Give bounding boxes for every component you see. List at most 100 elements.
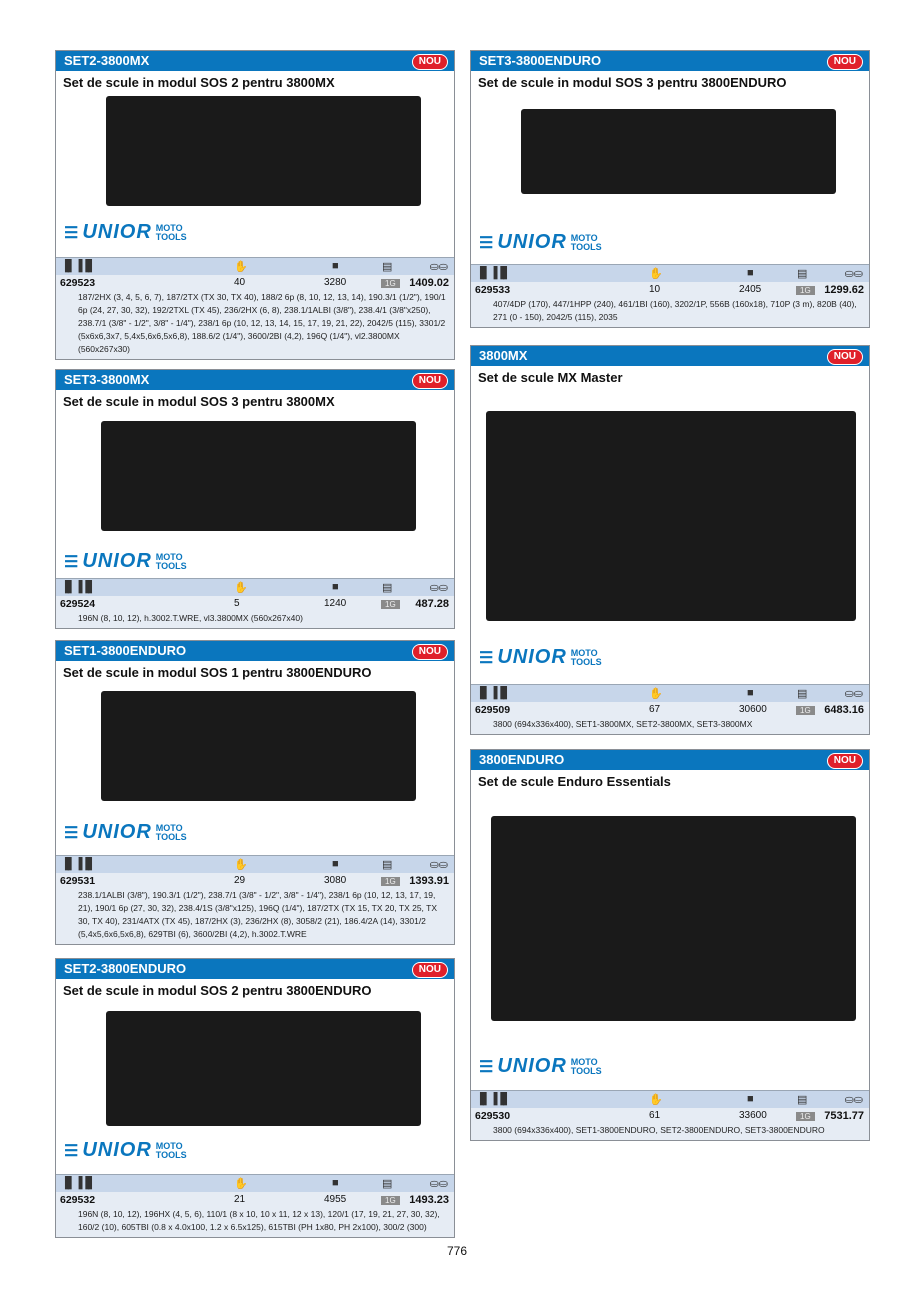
unior-mark-icon: ☰	[64, 1142, 79, 1160]
barcode-icon: ▐▌▐▐▌	[61, 1177, 96, 1189]
product-code: 629530	[475, 1110, 511, 1122]
piece-count: 29	[234, 875, 246, 886]
product-card: SET3-3800ENDURO NOU Set de scule in modul…	[470, 50, 870, 328]
new-badge: NOU	[411, 644, 448, 660]
contents-description: 187/2HX (3, 4, 5, 6, 7), 187/2TX (TX 30,…	[78, 292, 446, 354]
coins-icon: ⛀⛀	[429, 582, 448, 594]
package-icon: ▤	[797, 1094, 808, 1106]
product-info: ▐▌▐▐▌ ✋ ■ ▤ ⛀⛀ 629509 67 30600 1G 6483.1…	[471, 684, 869, 734]
weight-icon: ■	[332, 260, 339, 272]
info-values: 629509 67 30600 1G 6483.16	[471, 702, 869, 718]
product-id: SET1-3800ENDURO	[64, 643, 187, 658]
hand-icon: ✋	[649, 268, 663, 280]
product-image	[101, 421, 416, 531]
info-header: ▐▌▐▐▌ ✋ ■ ▤ ⛀⛀	[471, 264, 869, 282]
package-icon: ▤	[382, 261, 393, 273]
piece-count: 21	[234, 1194, 246, 1205]
new-badge: NOU	[826, 349, 863, 365]
price: 1493.23	[409, 1194, 449, 1206]
product-card: 3800MX NOU Set de scule MX Master ☰ UNIOR…	[470, 345, 870, 735]
product-image	[521, 109, 836, 194]
package-icon: ▤	[382, 859, 393, 871]
product-id: 3800MX	[479, 348, 528, 363]
contents-description: 238.1/1ALBI (3/8"), 190.3/1 (1/2"), 238.…	[78, 890, 437, 939]
unior-mark-icon: ☰	[479, 649, 494, 667]
unior-mark-icon: ☰	[479, 234, 494, 252]
group-badge: 1G	[381, 877, 400, 886]
new-badge: NOU	[411, 373, 448, 389]
unior-mark-icon: ☰	[64, 224, 79, 242]
product-id: SET3-3800ENDURO	[479, 53, 602, 68]
barcode-icon: ▐▌▐▐▌	[61, 858, 96, 870]
product-title: Set de scule in modul SOS 1 pentru 3800E…	[63, 665, 372, 680]
product-info: ▐▌▐▐▌ ✋ ■ ▤ ⛀⛀ 629523 40 3280 1G 1409.02…	[56, 257, 454, 359]
product-id-header: SET1-3800ENDURO NOU	[56, 641, 454, 661]
new-badge: NOU	[411, 54, 448, 70]
group-badge: 1G	[796, 286, 815, 295]
product-image	[491, 816, 856, 1021]
piece-count: 67	[649, 704, 661, 715]
price: 1299.62	[824, 284, 864, 296]
info-values: 629533 10 2405 1G 1299.62	[471, 282, 869, 298]
product-info: ▐▌▐▐▌ ✋ ■ ▤ ⛀⛀ 629530 61 33600 1G 7531.7…	[471, 1090, 869, 1140]
product-info: ▐▌▐▐▌ ✋ ■ ▤ ⛀⛀ 629532 21 4955 1G 1493.23…	[56, 1174, 454, 1237]
info-header: ▐▌▐▐▌ ✋ ■ ▤ ⛀⛀	[471, 1090, 869, 1108]
package-icon: ▤	[797, 688, 808, 700]
new-badge: NOU	[826, 54, 863, 70]
barcode-icon: ▐▌▐▐▌	[61, 581, 96, 593]
product-code: 629532	[60, 1194, 96, 1206]
info-values: 629532 21 4955 1G 1493.23	[56, 1192, 454, 1208]
product-title: Set de scule Enduro Essentials	[478, 774, 671, 789]
contents-description: 407/4DP (170), 447/1HPP (240), 461/1BI (…	[493, 299, 857, 322]
product-info: ▐▌▐▐▌ ✋ ■ ▤ ⛀⛀ 629533 10 2405 1G 1299.62…	[471, 264, 869, 327]
new-badge: NOU	[826, 753, 863, 769]
coins-icon: ⛀⛀	[844, 688, 863, 700]
price: 487.28	[415, 598, 449, 610]
hand-icon: ✋	[234, 1178, 248, 1190]
group-badge: 1G	[381, 279, 400, 288]
weight-value: 30600	[739, 704, 767, 715]
hand-icon: ✋	[234, 261, 248, 273]
contents-description: 3800 (694x336x400), SET1-3800MX, SET2-38…	[493, 719, 753, 729]
weight-value: 4955	[324, 1194, 347, 1205]
piece-count: 5	[234, 598, 240, 609]
weight-value: 33600	[739, 1110, 767, 1121]
info-header: ▐▌▐▐▌ ✋ ■ ▤ ⛀⛀	[56, 1174, 454, 1192]
page-number: 776	[447, 1244, 468, 1258]
weight-icon: ■	[747, 267, 754, 279]
contents-description: 196N (8, 10, 12), 196HX (4, 5, 6), 110/1…	[78, 1209, 440, 1232]
info-header: ▐▌▐▐▌ ✋ ■ ▤ ⛀⛀	[56, 257, 454, 275]
product-title: Set de scule in modul SOS 2 pentru 3800M…	[63, 75, 335, 90]
coins-icon: ⛀⛀	[429, 859, 448, 871]
weight-value: 1240	[324, 598, 347, 609]
price: 7531.77	[824, 1110, 864, 1122]
product-title: Set de scule MX Master	[478, 370, 623, 385]
product-info: ▐▌▐▐▌ ✋ ■ ▤ ⛀⛀ 629531 29 3080 1G 1393.91…	[56, 855, 454, 944]
product-id-header: SET3-3800ENDURO NOU	[471, 51, 869, 71]
package-icon: ▤	[382, 582, 393, 594]
price: 1409.02	[409, 277, 449, 289]
info-values: 629523 40 3280 1G 1409.02	[56, 275, 454, 291]
product-image	[106, 1011, 421, 1126]
weight-value: 2405	[739, 284, 762, 295]
package-icon: ▤	[797, 268, 808, 280]
hand-icon: ✋	[234, 582, 248, 594]
product-title: Set de scule in modul SOS 3 pentru 3800E…	[478, 75, 787, 90]
group-badge: 1G	[796, 706, 815, 715]
product-code: 629523	[60, 277, 96, 289]
product-image	[486, 411, 856, 621]
unior-mark-icon: ☰	[64, 553, 79, 571]
piece-count: 40	[234, 277, 246, 288]
product-id-header: 3800MX NOU	[471, 346, 869, 366]
hand-icon: ✋	[649, 1094, 663, 1106]
